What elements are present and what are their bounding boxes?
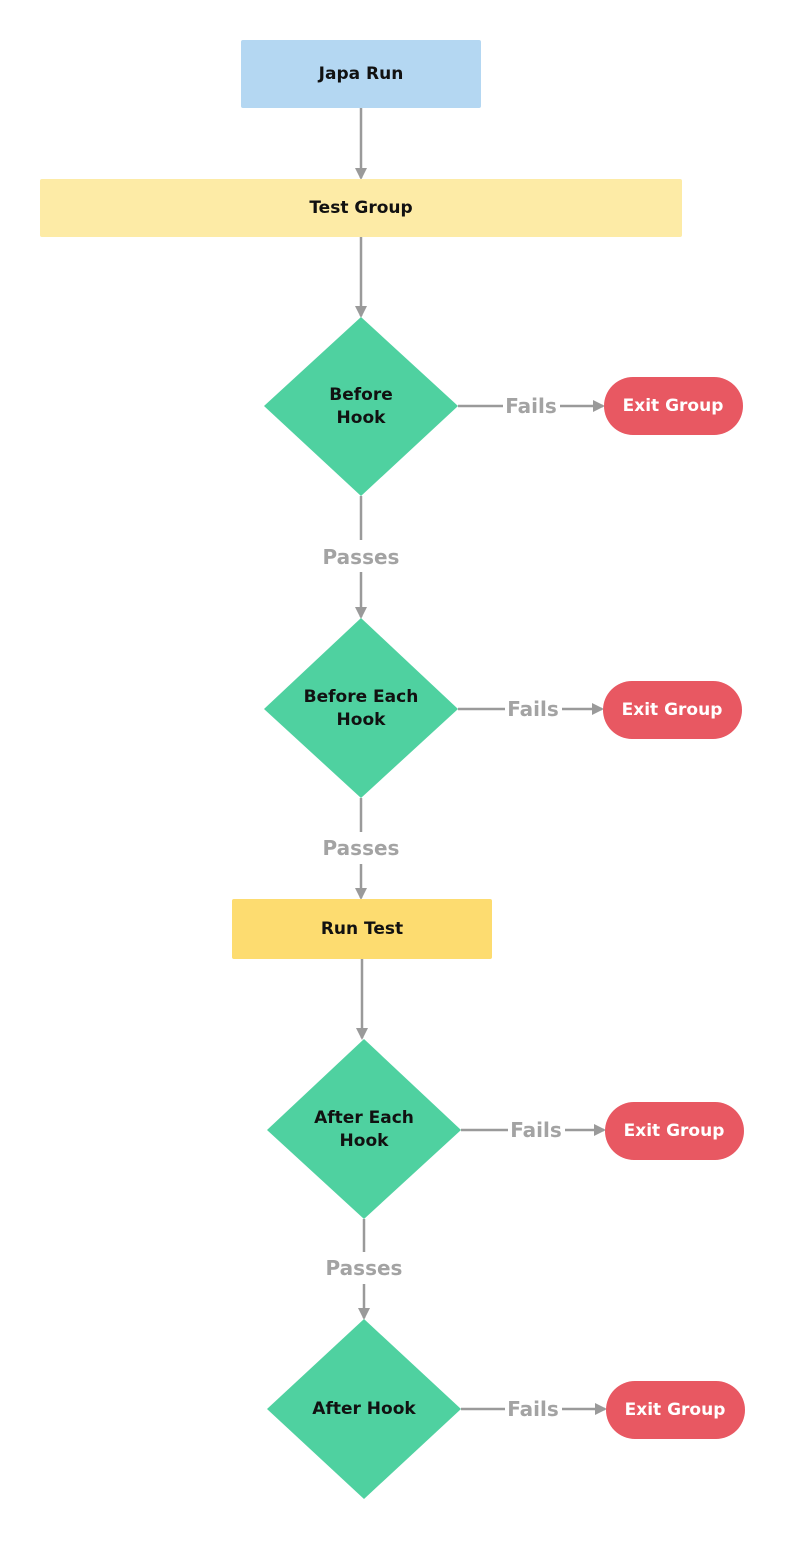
node-after-each-hook-diamond [267, 1039, 461, 1219]
exit-group-pill: Exit Group [603, 681, 742, 739]
exit-group-pill-shape [606, 1381, 745, 1439]
exit-group-label: Exit Group [624, 1121, 725, 1141]
node-before-each-hook-label-line1: Before Each [304, 687, 419, 707]
edge-label-fails: Fails [510, 1118, 562, 1142]
node-before-each-hook-diamond [264, 618, 458, 798]
node-japa-run: Japa Run [241, 40, 481, 108]
node-after-hook: After Hook [267, 1319, 461, 1499]
edge-label-fails: Fails [505, 394, 557, 418]
edge-label-fails: Fails [507, 1397, 559, 1421]
edge-label-passes: Passes [323, 836, 400, 860]
node-after-hook-diamond [267, 1319, 461, 1499]
exit-group-label: Exit Group [623, 396, 724, 416]
edge-label-passes: Passes [323, 545, 400, 569]
node-after-hook-label: After Hook [312, 1399, 416, 1419]
exit-group-label: Exit Group [625, 1400, 726, 1420]
node-after-each-hook: After Each Hook [267, 1039, 461, 1219]
node-test-group-label: Test Group [309, 198, 412, 218]
node-before-hook: Before Hook [264, 317, 458, 496]
node-run-test-box [232, 899, 492, 959]
edge-label-passes: Passes [326, 1256, 403, 1280]
node-before-hook-diamond [264, 317, 458, 496]
node-after-each-hook-label-line2: Hook [340, 1131, 390, 1151]
exit-group-pill: Exit Group [605, 1102, 744, 1160]
exit-group-pill-shape [605, 1102, 744, 1160]
node-test-group-box [40, 179, 682, 237]
node-before-hook-label-line1: Before [329, 385, 392, 405]
node-before-each-hook-label-line2: Hook [337, 710, 387, 730]
node-before-hook-label-line2: Hook [337, 408, 387, 428]
exit-group-pill: Exit Group [604, 377, 743, 435]
node-test-group: Test Group [40, 179, 682, 237]
exit-group-pill-shape [604, 377, 743, 435]
edge-label-fails: Fails [507, 697, 559, 721]
node-after-each-hook-label-line1: After Each [314, 1108, 414, 1128]
node-run-test-label: Run Test [321, 919, 403, 939]
exit-group-pill-shape [603, 681, 742, 739]
exit-group-label: Exit Group [622, 700, 723, 720]
node-run-test: Run Test [232, 899, 492, 959]
node-japa-run-box [241, 40, 481, 108]
exit-group-pill: Exit Group [606, 1381, 745, 1439]
node-japa-run-label: Japa Run [318, 64, 404, 84]
node-before-each-hook: Before Each Hook [264, 618, 458, 798]
